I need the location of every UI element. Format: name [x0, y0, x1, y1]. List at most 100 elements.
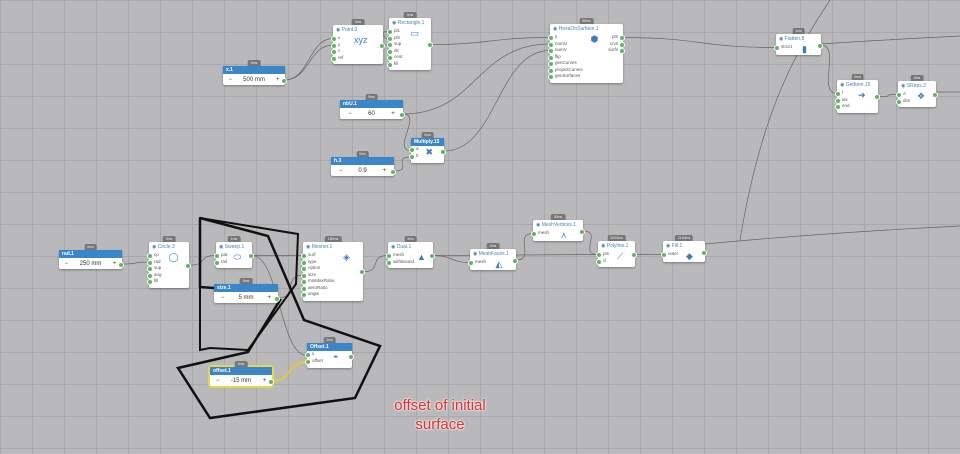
- input-port[interactable]: [596, 258, 602, 265]
- output-port[interactable]: [118, 262, 124, 268]
- slider-body[interactable]: −0.9+: [331, 165, 394, 176]
- increment-button[interactable]: +: [391, 110, 395, 117]
- input-port[interactable]: [468, 260, 474, 266]
- slider-value[interactable]: 60: [368, 110, 375, 117]
- eye-icon[interactable]: ◉: [391, 244, 397, 250]
- eye-icon[interactable]: ◉: [666, 243, 672, 249]
- output-port[interactable]: [379, 42, 385, 49]
- input-port[interactable]: [301, 292, 307, 298]
- input-port[interactable]: [214, 259, 220, 266]
- input-port[interactable]: [548, 48, 554, 54]
- input-port[interactable]: [331, 55, 337, 62]
- output-port[interactable]: [932, 92, 938, 98]
- wire-rad-circle[interactable]: [121, 261, 150, 265]
- eye-icon[interactable]: ◉: [901, 83, 907, 89]
- input-port[interactable]: [301, 272, 307, 279]
- wire-x1-point[interactable]: [284, 38, 334, 81]
- output-port[interactable]: [619, 35, 625, 41]
- slider-value[interactable]: 0.9: [358, 167, 367, 174]
- eye-icon[interactable]: ◉: [219, 244, 225, 250]
- output-port[interactable]: [631, 252, 637, 258]
- decrement-button[interactable]: −: [228, 76, 233, 83]
- output-port[interactable]: [268, 379, 274, 385]
- input-port[interactable]: [147, 266, 153, 272]
- input-port[interactable]: [301, 279, 307, 285]
- output-port[interactable]: [579, 228, 585, 235]
- wire-flat-getitem[interactable]: [820, 44, 838, 94]
- slider-body[interactable]: −60+: [340, 108, 403, 119]
- output-port[interactable]: [281, 78, 287, 84]
- output-port[interactable]: [274, 296, 280, 302]
- output-port[interactable]: [874, 94, 880, 101]
- input-port[interactable]: [147, 272, 153, 279]
- input-port[interactable]: [387, 55, 393, 61]
- output-port[interactable]: [248, 253, 254, 259]
- eye-icon[interactable]: ◉: [779, 36, 785, 42]
- decrement-button[interactable]: −: [215, 377, 220, 384]
- wire-size-mesher[interactable]: [277, 274, 304, 299]
- eye-icon[interactable]: ◉: [336, 27, 342, 33]
- output-port[interactable]: [619, 48, 625, 54]
- input-port[interactable]: [531, 231, 537, 237]
- output-port[interactable]: [348, 353, 354, 360]
- eye-icon[interactable]: ◉: [306, 244, 312, 250]
- eye-icon[interactable]: ◉: [152, 244, 158, 250]
- slider-body[interactable]: −5 mm+: [214, 292, 278, 303]
- wire-x1-point[interactable]: [284, 44, 334, 81]
- input-port[interactable]: [409, 147, 415, 153]
- input-port[interactable]: [301, 259, 307, 266]
- wire-getitem-sreps[interactable]: [877, 94, 899, 98]
- input-port[interactable]: [548, 74, 554, 80]
- output-port[interactable]: [701, 249, 707, 256]
- input-port[interactable]: [548, 35, 554, 41]
- eye-icon[interactable]: ◉: [840, 82, 846, 88]
- output-port[interactable]: [817, 42, 823, 49]
- increment-button[interactable]: +: [262, 377, 267, 384]
- output-port[interactable]: [619, 41, 625, 48]
- input-port[interactable]: [661, 252, 667, 258]
- input-port[interactable]: [301, 266, 307, 272]
- output-port[interactable]: [429, 253, 435, 259]
- output-port[interactable]: [427, 42, 433, 48]
- decrement-button[interactable]: −: [64, 260, 69, 267]
- wire-hexa-flat[interactable]: [622, 37, 777, 48]
- input-port[interactable]: [386, 253, 392, 259]
- eye-icon[interactable]: ◉: [536, 222, 542, 228]
- decrement-button[interactable]: −: [338, 167, 343, 174]
- increment-button[interactable]: +: [275, 76, 280, 83]
- eye-icon[interactable]: ◉: [473, 251, 479, 257]
- slider-body[interactable]: −250 mm+: [59, 258, 122, 269]
- wire-mult-hexa[interactable]: [443, 50, 551, 152]
- slider-body[interactable]: − -15 mm +: [210, 375, 272, 386]
- wire-off-offset[interactable]: [271, 361, 308, 382]
- output-port[interactable]: [359, 269, 365, 276]
- increment-button[interactable]: +: [267, 294, 271, 301]
- slider-body[interactable]: −500 mm+: [223, 74, 285, 85]
- input-port[interactable]: [387, 35, 393, 42]
- output-port[interactable]: [399, 112, 405, 118]
- input-port[interactable]: [331, 42, 337, 49]
- wire-offscreen[interactable]: [704, 225, 960, 245]
- increment-button[interactable]: +: [112, 260, 117, 267]
- input-port[interactable]: [835, 97, 841, 104]
- input-port[interactable]: [305, 352, 311, 358]
- wire-circle-sweep[interactable]: [188, 255, 217, 266]
- wire-dual-faces[interactable]: [432, 255, 471, 263]
- input-port[interactable]: [548, 41, 554, 48]
- input-port[interactable]: [896, 92, 902, 98]
- output-port[interactable]: [390, 169, 396, 175]
- slider-value[interactable]: -15 mm: [230, 377, 252, 384]
